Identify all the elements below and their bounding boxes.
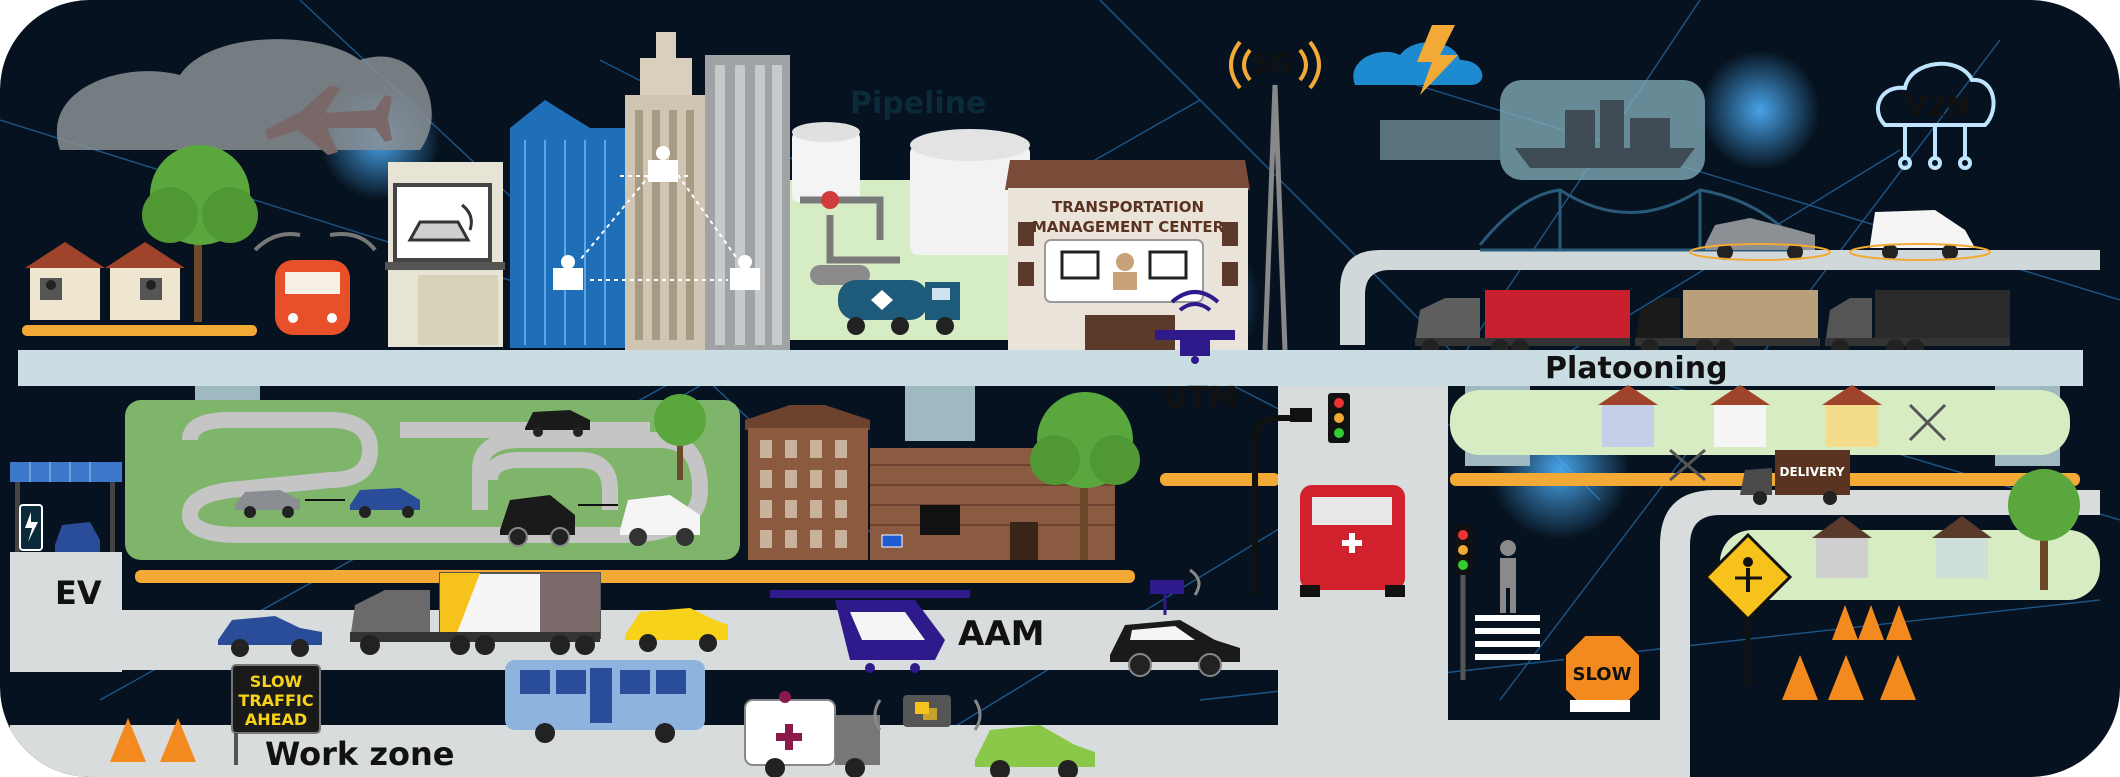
ship-panel <box>1500 80 1705 180</box>
semi-truck-yellow <box>350 572 601 655</box>
ambulance-side <box>744 691 880 777</box>
slow-traffic-line2: TRAFFIC <box>238 691 313 710</box>
tmc-title-line2: MANAGEMENT CENTER <box>1032 218 1225 236</box>
track-car-black <box>500 495 575 547</box>
orange-lane-middle-left <box>135 570 1135 583</box>
delivery-label: DELIVERY <box>1779 465 1844 479</box>
roadside-unit <box>1150 568 1201 615</box>
autonomous-test-track <box>125 400 740 560</box>
house-yellow <box>1822 385 1882 447</box>
ev-charger-icon <box>10 462 122 552</box>
house-grey <box>1812 516 1872 578</box>
label-utm: UTM <box>1163 381 1238 416</box>
traffic-light-icon <box>1252 393 1350 595</box>
traffic-cone-icon-left <box>110 718 196 762</box>
slow-traffic-ahead-sign <box>231 664 321 765</box>
remote-workers <box>553 146 760 290</box>
house-teal <box>1932 516 1992 578</box>
ambulance-front <box>1300 462 1405 597</box>
orange-lane-top <box>22 325 257 336</box>
label-aam: AAM <box>958 614 1044 654</box>
airplane-icon <box>265 85 392 155</box>
slow-traffic-line3: AHEAD <box>245 710 307 729</box>
blue-skyscraper <box>510 100 625 348</box>
van-white <box>1849 210 1991 261</box>
beige-tower <box>625 32 705 350</box>
delivery-drones <box>1669 403 1947 482</box>
brick-building <box>745 405 870 560</box>
house-blue <box>1598 385 1658 447</box>
aam-air-taxi <box>770 590 970 673</box>
slow-traffic-line1: SLOW <box>250 672 303 691</box>
sedan-green <box>975 725 1095 777</box>
grey-tower <box>705 55 790 350</box>
platoon-truck-black <box>1825 290 2010 357</box>
orange-lane-middle-right-a <box>1160 473 1280 486</box>
cloud-network-icon <box>1875 61 1996 170</box>
tmc-title-line1: TRANSPORTATION <box>1052 198 1204 216</box>
label-platooning: Platooning <box>1545 351 1728 386</box>
pipeline-facility <box>790 122 1030 340</box>
tanker-truck <box>838 280 960 335</box>
house-white <box>1710 385 1770 447</box>
track-car-white <box>620 495 700 546</box>
house-2 <box>105 242 185 320</box>
traffic-light-right <box>1453 525 1473 680</box>
sedan-blue <box>218 616 322 657</box>
label-ev: EV <box>55 574 102 612</box>
traffic-cone-icon-right <box>1782 605 1916 700</box>
bus <box>505 660 705 743</box>
tree-right <box>2008 469 2080 590</box>
label-5g: 5G <box>1250 47 1292 80</box>
transportation-management-center <box>1005 160 1250 350</box>
lightning-icon <box>1417 25 1458 95</box>
sedan-black <box>1110 620 1240 677</box>
solar-panel-icon <box>881 534 903 548</box>
label-work-zone: Work zone <box>265 735 454 773</box>
sedan-grey <box>1689 218 1831 261</box>
tree-big <box>1030 392 1140 560</box>
tree <box>142 145 258 322</box>
house-1 <box>25 242 105 320</box>
drone-icon <box>1155 290 1235 364</box>
pedestrian-icon <box>1500 540 1516 613</box>
cell-tower-icon <box>1229 40 1321 351</box>
platoon-truck-tan <box>1635 290 1820 357</box>
curved-ramp <box>1340 250 2100 345</box>
track-car-grey <box>235 490 300 518</box>
label-v2n: V2N <box>1905 89 1970 122</box>
elevated-road <box>18 350 2083 386</box>
label-pipeline: Pipeline <box>850 86 986 121</box>
green-yard-bottom <box>1720 530 2100 600</box>
tree-track <box>654 394 706 480</box>
slow-sign-text: SLOW <box>1573 664 1632 685</box>
track-car-small-black <box>525 410 590 437</box>
v2x-communication-device <box>873 695 982 731</box>
connected-car-building <box>385 162 505 347</box>
cloud-icon-blue <box>1353 42 1483 85</box>
flagger-sign-icon <box>1703 532 1793 685</box>
delivery-truck <box>1740 450 1850 505</box>
slow-sign <box>1564 634 1641 712</box>
track-car-blue <box>350 488 420 518</box>
train <box>253 232 377 335</box>
road-bottom-right <box>1448 720 1690 777</box>
crosswalk-right <box>1475 615 1540 660</box>
sedan-yellow <box>625 608 728 652</box>
